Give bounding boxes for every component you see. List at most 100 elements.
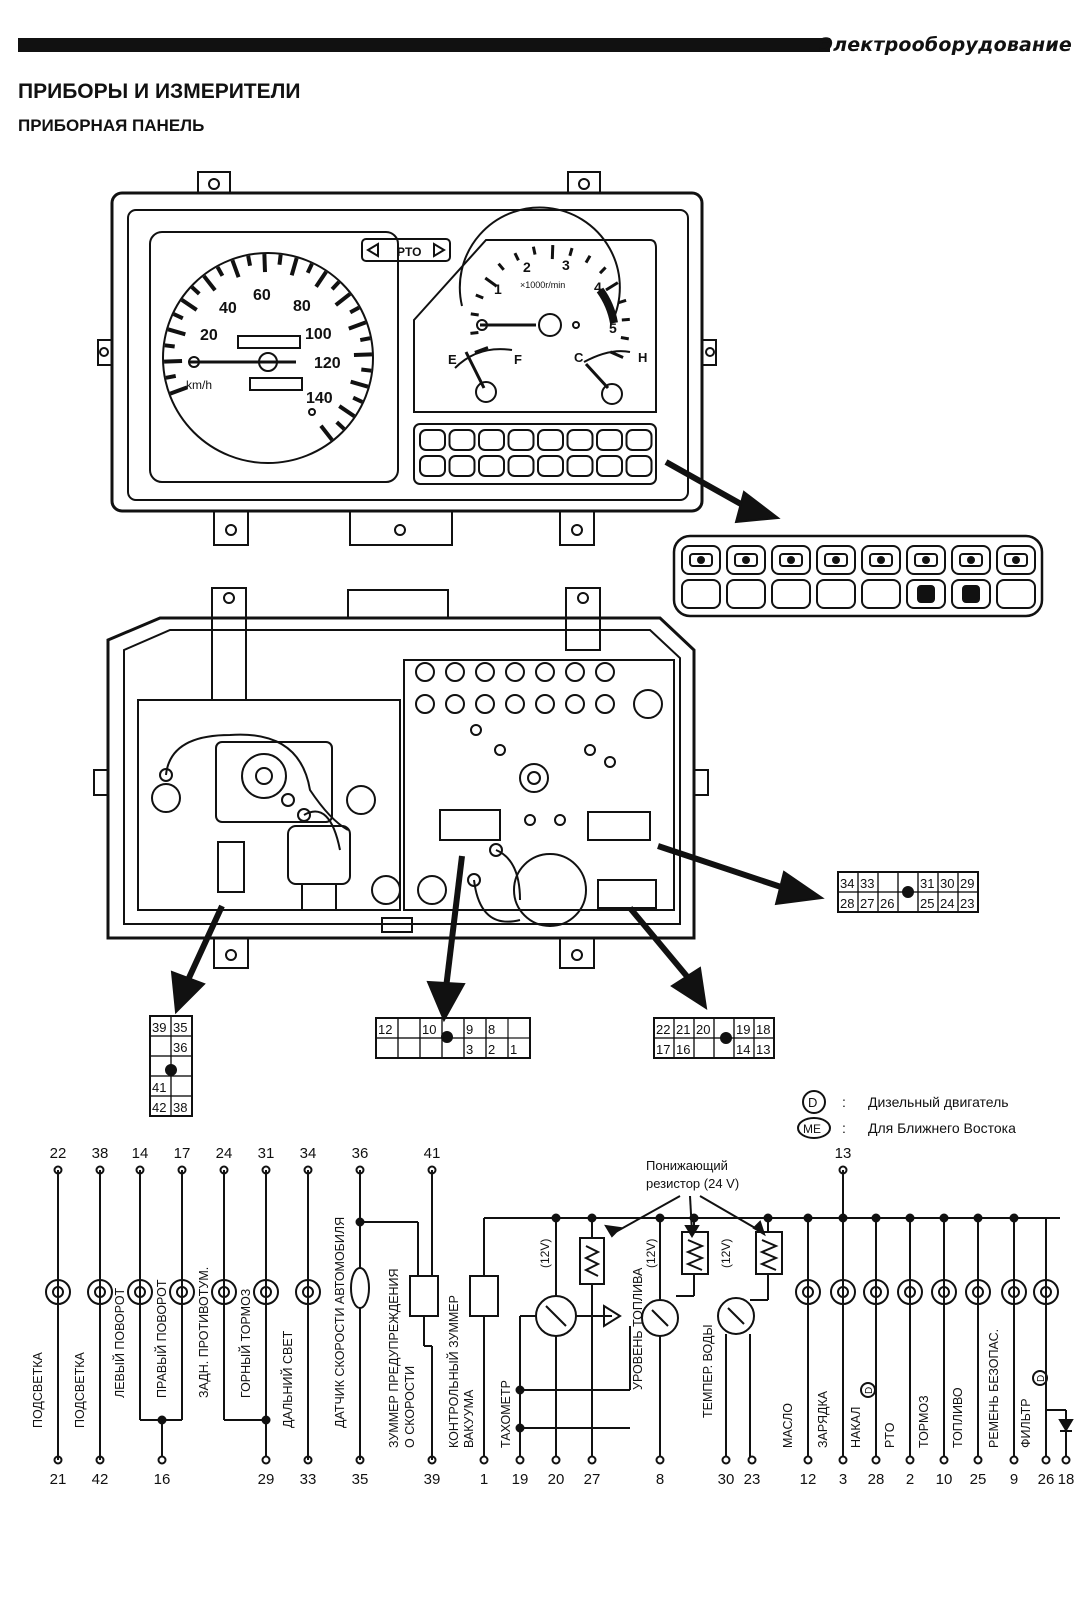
hole [470, 724, 482, 736]
rpm-tick [620, 336, 630, 341]
speedo-tick [349, 305, 360, 315]
rpm-tick [531, 246, 537, 255]
speed-tick-label: 100 [305, 326, 332, 343]
fuel-full-label: F [514, 352, 522, 367]
resistor-zigzag [583, 1245, 601, 1277]
connector-cell [419, 1037, 443, 1059]
speedo-tick [359, 336, 371, 343]
voltage-label: (12V) [538, 1239, 552, 1268]
lamp-symbol [253, 1279, 279, 1305]
terminal-number: 24 [216, 1145, 233, 1162]
lamp-window [507, 455, 535, 477]
terminal-number: 16 [154, 1471, 171, 1488]
pin-number: 24 [940, 896, 954, 911]
pin-number: 33 [860, 876, 874, 891]
circuit-label: МАСЛО [781, 1403, 795, 1448]
pin-number: 29 [960, 876, 974, 891]
lamp-window [478, 455, 505, 477]
legend-me-symbol: ME [803, 1122, 821, 1136]
speed-tick-label: 40 [219, 300, 237, 317]
pin-number: 19 [736, 1022, 750, 1037]
lamp-symbol [211, 1279, 237, 1305]
speedo-tick [262, 253, 267, 273]
circuit-label: ПОДСВЕТКА [31, 1351, 45, 1428]
pin-number: 14 [736, 1042, 750, 1057]
circuit-label: ДАТЧИК СКОРОСТИ АВТОМОБИЛЯ [333, 1217, 347, 1428]
lamp-symbol [965, 1279, 991, 1305]
terminal-number: 38 [92, 1145, 109, 1162]
pin-number: 23 [960, 896, 974, 911]
lamp-window [566, 455, 594, 477]
pin-number: 1 [510, 1042, 517, 1057]
rpm-tick [568, 247, 574, 257]
lamp-cell [906, 545, 946, 575]
rpm-tick [584, 254, 592, 264]
speedo-tick [348, 320, 367, 331]
terminal [655, 1455, 665, 1465]
rpm-tick [605, 281, 619, 292]
diode [1058, 1419, 1074, 1432]
terminal [973, 1455, 983, 1465]
lamp-window [448, 429, 476, 451]
pin-number: 2 [488, 1042, 495, 1057]
speedo-tick [202, 274, 217, 292]
speedo-tick [164, 343, 175, 349]
legend: D : Дизельный двигатель ME : Для Ближнег… [797, 1090, 1016, 1139]
bulb-socket [633, 689, 663, 719]
speedo-tick [190, 285, 201, 296]
terminal-number: 2 [906, 1471, 914, 1488]
circuit-label: ВАКУУМА [462, 1389, 476, 1448]
speedo-tick [165, 373, 177, 380]
resistor-zigzag [759, 1239, 779, 1271]
circuit-label: ГОРНЫЙ ТОРМОЗ [238, 1289, 253, 1398]
rpm-tick [475, 293, 484, 300]
glow-plug-icon [869, 553, 893, 567]
circuit-label: PTO [883, 1422, 897, 1448]
connector-cell [375, 1037, 399, 1059]
pin-number: 3 [466, 1042, 473, 1057]
lamp-cell [951, 579, 991, 609]
speed-tick-label: 120 [314, 355, 341, 372]
connector-cell [507, 1037, 531, 1059]
speedo-tick [334, 292, 352, 307]
headlight-icon [917, 585, 935, 603]
pin-number: 36 [173, 1040, 187, 1055]
lamp-symbol [295, 1279, 321, 1305]
terminal-number: 23 [744, 1471, 761, 1488]
terminal [747, 1455, 757, 1465]
diesel-marker-letter: D [1036, 1375, 1047, 1382]
bulb-socket [415, 662, 435, 682]
pin-number: 42 [152, 1100, 166, 1115]
circuit-label: О СКОРОСТИ [403, 1366, 417, 1448]
speedo-tick [353, 352, 373, 357]
header-bar [18, 38, 830, 52]
lamp-cell [816, 545, 856, 575]
terminal-number: 1 [480, 1471, 488, 1488]
hole [494, 744, 506, 756]
connector-cell [170, 1095, 193, 1117]
circuit-label: ЗАДН. ПРОТИВОТУМ. [197, 1267, 211, 1398]
pin-number: 27 [860, 896, 874, 911]
hole [584, 744, 596, 756]
terminal [939, 1455, 949, 1465]
pin-number: 9 [466, 1022, 473, 1037]
key-dot [720, 1032, 732, 1044]
lamp-symbol [795, 1279, 821, 1305]
terminal-number: 8 [656, 1471, 664, 1488]
lamp-symbol [45, 1279, 71, 1305]
bulb-socket [565, 694, 585, 714]
fog-light-icon [959, 553, 983, 567]
circuit-label: УРОВЕНЬ ТОПЛИВА [631, 1267, 645, 1390]
bulb-socket [595, 662, 615, 682]
buzzer-symbol [409, 1275, 439, 1317]
circuit-label: НАКАЛ [849, 1407, 863, 1448]
fuel-empty-label: E [448, 352, 457, 367]
rpm-tick-label: 3 [562, 257, 570, 273]
lamp-cell [861, 579, 901, 609]
lamp-window [478, 429, 505, 451]
lamp-symbol [830, 1279, 856, 1305]
terminal-number: 10 [936, 1471, 953, 1488]
needle [545, 1305, 567, 1327]
speedo-tick [230, 259, 241, 278]
